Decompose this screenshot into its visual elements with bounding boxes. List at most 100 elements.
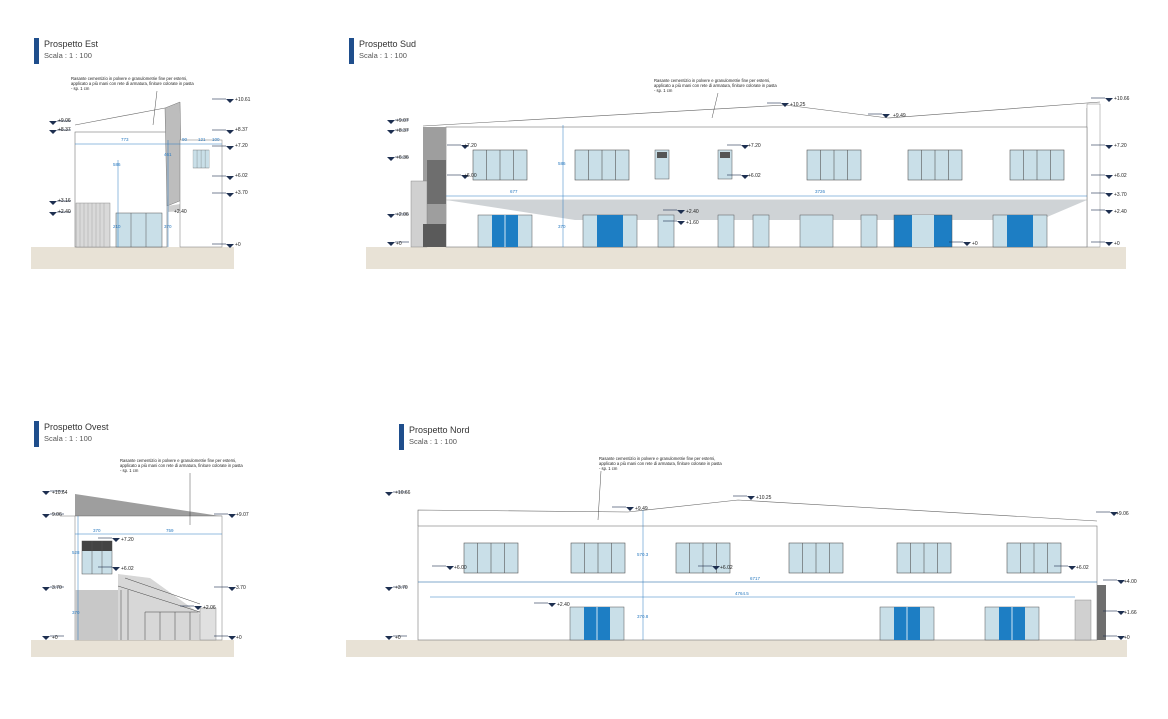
- level-label: +2.06: [203, 605, 216, 611]
- ground: [31, 247, 234, 269]
- dim-label: 4764.5: [735, 591, 749, 596]
- level-label: +6.02: [1076, 565, 1089, 571]
- level-label: +6.00: [454, 565, 467, 571]
- level-label: +3.16: [58, 198, 71, 204]
- finish-note-line: Rasante cementizio in polvere e granulom…: [654, 78, 770, 83]
- elevation-name: Prospetto Sud: [359, 39, 417, 49]
- finish-note-line: - sp. 1 cm: [71, 86, 90, 91]
- level-label: +6.00: [464, 173, 477, 179]
- level-label: +9.49: [893, 113, 906, 119]
- level-label: +0: [236, 635, 242, 641]
- level-label: +2.40: [174, 209, 187, 215]
- level-label: +0: [1124, 635, 1130, 641]
- level-label: +2.40: [58, 209, 71, 215]
- level-label: +3.70: [1114, 192, 1127, 198]
- dim-label: 90: [182, 137, 188, 142]
- elevation-est: 773 90 121 100 586 461 210 370 Rasante c…: [31, 76, 251, 269]
- finish-note-line: applicato a più mani con rete di armatur…: [120, 463, 243, 468]
- elevation-name: Prospetto Nord: [409, 425, 470, 435]
- level-label: +3.70: [235, 190, 248, 196]
- level-label: +0: [1114, 241, 1120, 247]
- level-label: +6.02: [235, 173, 248, 179]
- dim-label: 370: [93, 528, 101, 533]
- elevation-scale: Scala : 1 : 100: [359, 51, 407, 60]
- dim-label: 370: [558, 224, 566, 229]
- level-label: +7.20: [748, 143, 761, 149]
- level-label: +2.06: [396, 212, 409, 218]
- elevation-scale: Scala : 1 : 100: [44, 434, 92, 443]
- elevation-ovest: 370 759 528 370 Rasante cementizio in po…: [31, 458, 249, 657]
- level-label: +10.66: [1114, 96, 1130, 102]
- dim-label: 100: [212, 137, 220, 142]
- level-label: 3.70: [236, 585, 246, 591]
- level-label: +7.20: [1114, 143, 1127, 149]
- dim-label: 461: [164, 152, 172, 157]
- level-label: +9.07: [396, 118, 409, 124]
- dim-label: 773: [121, 137, 129, 142]
- level-label: +7.20: [121, 537, 134, 543]
- dim-label: 121: [198, 137, 206, 142]
- level-label: +3.70: [395, 585, 408, 591]
- level-label: +8.37: [235, 127, 248, 133]
- dim-label: 570.3: [637, 552, 649, 557]
- finish-note-line: applicato a più mani con rete di armatur…: [654, 83, 777, 88]
- level-label: +6.02: [720, 565, 733, 571]
- finish-note-line: - sp. 1 cm: [120, 468, 139, 473]
- finish-note-line: applicato a più mani con rete di armatur…: [71, 81, 194, 86]
- level-label: +9.06: [1116, 511, 1129, 517]
- level-label: +9.49: [635, 506, 648, 512]
- title-marker: [399, 424, 404, 450]
- elevation-scale: Scala : 1 : 100: [409, 437, 457, 446]
- title-marker: [34, 421, 39, 447]
- elevation-name: Prospetto Ovest: [44, 422, 109, 432]
- elevation-nord: 6717 4764.5 570.3 370.8 Rasante cementiz…: [346, 456, 1137, 657]
- level-label: +10.66: [395, 490, 411, 496]
- level-label: +10.25: [790, 102, 806, 108]
- level-label: +1.60: [686, 220, 699, 226]
- level-label: +0: [396, 241, 402, 247]
- level-label: 3.70: [52, 585, 62, 591]
- elevation-sud: 677 3726 586 370 Rasante cementizio in p…: [366, 78, 1130, 269]
- level-label: +2.40: [557, 602, 570, 608]
- title-marker: [34, 38, 39, 64]
- dim-label: 586: [558, 161, 566, 166]
- level-label: +4.00: [1124, 579, 1137, 585]
- elevation-name: Prospetto Est: [44, 39, 99, 49]
- ground: [366, 247, 1126, 269]
- level-label: +9.06: [58, 118, 71, 124]
- level-label: +8.37: [58, 127, 71, 133]
- level-label: +6.02: [748, 173, 761, 179]
- level-label: +10.25: [756, 495, 772, 501]
- level-label: +6.02: [1114, 173, 1127, 179]
- level-label: +8.37: [396, 128, 409, 134]
- finish-note-line: applicato a più mani con rete di armatur…: [599, 461, 722, 466]
- finish-note-line: Rasante cementizio in polvere e granulom…: [120, 458, 236, 463]
- level-label: 9.06: [52, 512, 62, 518]
- dim-label: 6717: [750, 576, 761, 581]
- ground: [31, 640, 234, 657]
- title-marker: [349, 38, 354, 64]
- level-label: +0: [52, 635, 58, 641]
- level-label: +0: [395, 635, 401, 641]
- level-label: +7.20: [235, 143, 248, 149]
- dim-label: 586: [113, 162, 121, 167]
- dim-label: 370: [72, 610, 80, 615]
- finish-note-line: Rasante cementizio in polvere e granulom…: [599, 456, 715, 461]
- level-label: +9.07: [236, 512, 249, 518]
- level-label: +2.40: [686, 209, 699, 215]
- level-label: +2.40: [1114, 209, 1127, 215]
- finish-note-line: Rasante cementizio in polvere e granulom…: [71, 76, 187, 81]
- level-label: +7.20: [464, 143, 477, 149]
- elevation-scale: Scala : 1 : 100: [44, 51, 92, 60]
- dim-label: 3726: [815, 189, 826, 194]
- ground: [346, 640, 1127, 657]
- dim-label: 759: [166, 528, 174, 533]
- level-label: +10.64: [52, 490, 68, 496]
- level-label: +6.36: [396, 155, 409, 161]
- dim-label: 370.8: [637, 614, 649, 619]
- level-label: +10.61: [235, 97, 251, 103]
- level-label: +1.66: [1124, 610, 1137, 616]
- level-label: +0: [972, 241, 978, 247]
